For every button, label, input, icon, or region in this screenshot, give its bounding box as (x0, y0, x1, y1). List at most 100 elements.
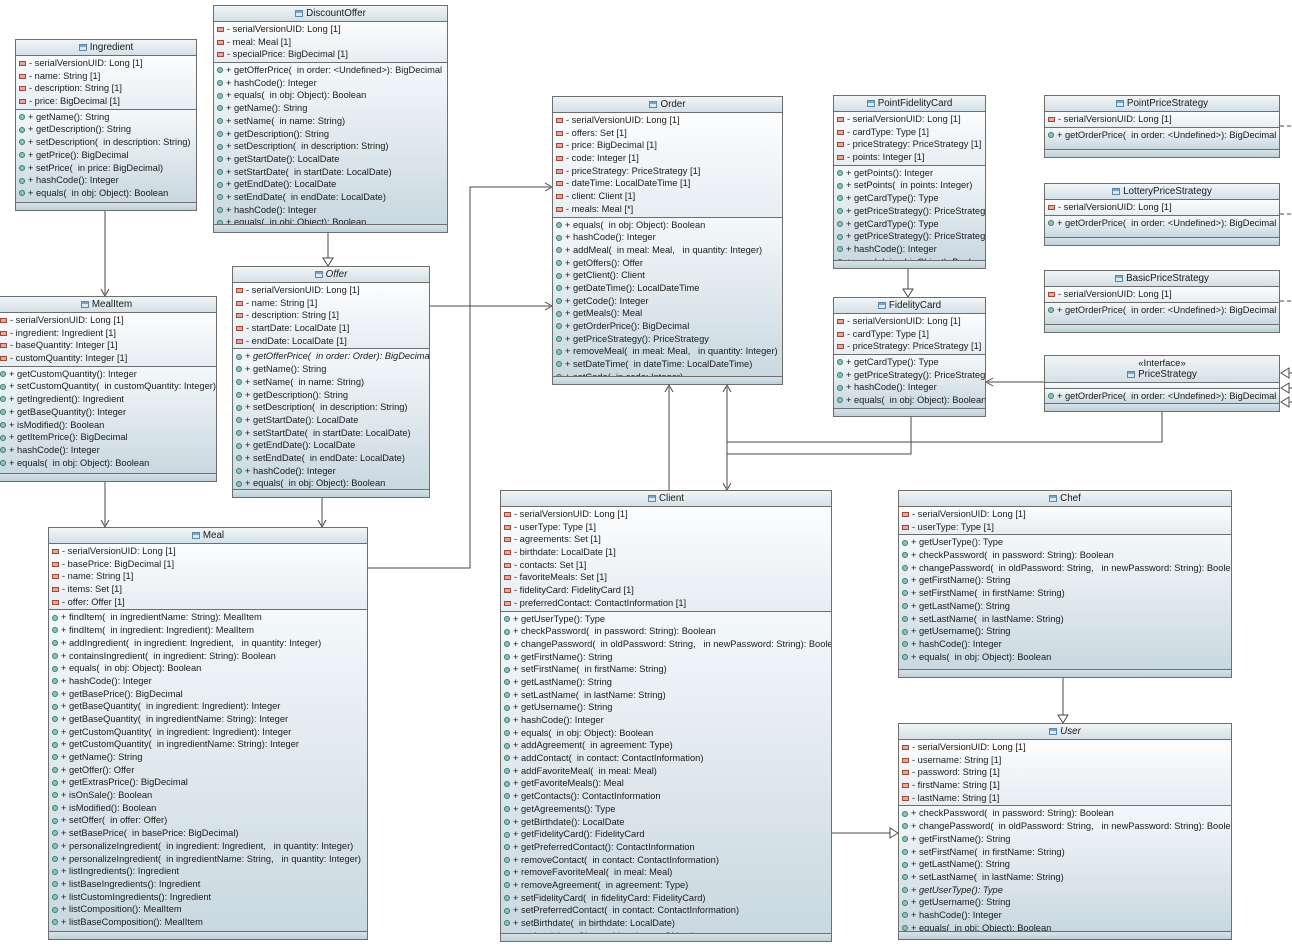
attribute-row[interactable]: - ingredient: Ingredient [1] (0, 327, 216, 340)
method-row[interactable]: + getPrice(): BigDecimal (16, 149, 196, 162)
class-title-bar[interactable]: PointPriceStrategy (1045, 96, 1279, 111)
method-row[interactable]: + hashCode(): Integer (834, 381, 985, 394)
attribute-row[interactable]: - serialVersionUID: Long [1] (834, 113, 985, 126)
method-row[interactable]: + removeContact( in contact: ContactInfo… (501, 854, 831, 867)
method-row[interactable]: + setDescription( in description: String… (16, 136, 196, 149)
method-row[interactable]: + getDescription(): String (214, 128, 447, 141)
method-row[interactable]: + getLastName(): String (899, 600, 1231, 613)
method-row[interactable]: + getClient(): Client (553, 269, 782, 282)
method-row[interactable]: + equals( in obj: Object): Boolean (16, 187, 196, 200)
attribute-row[interactable]: - name: String [1] (49, 570, 367, 583)
class-box-ingredient[interactable]: Ingredient - serialVersionUID: Long [1]-… (15, 39, 197, 211)
method-row[interactable]: + addFavoriteMeal( in meal: Meal) (501, 765, 831, 778)
method-row[interactable]: + setFirstName( in firstName: String) (501, 663, 831, 676)
class-box-user[interactable]: User - serialVersionUID: Long [1]- usern… (898, 723, 1232, 940)
method-row[interactable]: + hashCode(): Integer (834, 243, 985, 256)
attribute-row[interactable]: - description: String [1] (233, 309, 429, 322)
method-row[interactable]: + setFirstName( in firstName: String) (899, 587, 1231, 600)
method-row[interactable]: + checkPassword( in password: String): B… (899, 807, 1231, 820)
method-row[interactable]: + getBaseQuantity( in ingredientName: St… (49, 713, 367, 726)
method-row[interactable]: + setDateTime( in dateTime: LocalDateTim… (553, 358, 782, 371)
method-row[interactable]: + getStartDate(): LocalDate (214, 153, 447, 166)
method-row[interactable]: + setLastName( in lastName: String) (899, 871, 1231, 884)
class-title-bar[interactable]: Order (553, 97, 782, 112)
method-row[interactable]: + listCustomIngredients(): Ingredient (49, 891, 367, 904)
attribute-row[interactable]: - serialVersionUID: Long [1] (0, 314, 216, 327)
attribute-row[interactable]: - serialVersionUID: Long [1] (899, 508, 1231, 521)
attribute-row[interactable]: - priceStrategy: PriceStrategy [1] (834, 340, 985, 353)
attribute-row[interactable]: - offer: Offer [1] (49, 596, 367, 609)
class-box-point-fidelity-card[interactable]: PointFidelityCard - serialVersionUID: Lo… (833, 95, 986, 269)
method-row[interactable]: + getPriceStrategy(): PriceStrategy (553, 333, 782, 346)
method-row[interactable]: + getUsername(): String (501, 701, 831, 714)
attribute-row[interactable]: - userType: Type [1] (501, 521, 831, 534)
method-row[interactable]: + checkPassword( in password: String): B… (501, 625, 831, 638)
class-box-discount-offer[interactable]: DiscountOffer - serialVersionUID: Long [… (213, 5, 448, 233)
method-row[interactable]: + getBirthdate(): LocalDate (501, 816, 831, 829)
method-row[interactable]: + removeAgreement( in agreement: Type) (501, 879, 831, 892)
method-row[interactable]: + changePassword( in oldPassword: String… (899, 820, 1231, 833)
method-row[interactable]: + setName( in name: String) (233, 376, 429, 389)
method-row[interactable]: + checkPassword( in password: String): B… (899, 549, 1231, 562)
method-row[interactable]: + removeMeal( in meal: Meal, in quantity… (553, 345, 782, 358)
method-row[interactable]: + addContact( in contact: ContactInforma… (501, 752, 831, 765)
attribute-row[interactable]: - cardType: Type [1] (834, 328, 985, 341)
method-row[interactable]: + isOnSale(): Boolean (49, 789, 367, 802)
attribute-row[interactable]: - userType: Type [1] (899, 521, 1231, 534)
method-row[interactable]: + addMeal( in meal: Meal, in quantity: I… (553, 244, 782, 257)
attribute-row[interactable]: - price: BigDecimal [1] (553, 139, 782, 152)
method-row[interactable]: + getCustomQuantity(): Integer (0, 368, 216, 381)
method-row[interactable]: + hashCode(): Integer (214, 77, 447, 90)
method-row[interactable]: + setStartDate( in startDate: LocalDate) (214, 166, 447, 179)
class-title-bar[interactable]: Ingredient (16, 40, 196, 55)
attribute-row[interactable]: - serialVersionUID: Long [1] (214, 23, 447, 36)
method-row[interactable]: + personalizeIngredient( in ingredientNa… (49, 853, 367, 866)
method-row[interactable]: + getUsername(): String (899, 625, 1231, 638)
attribute-row[interactable]: - priceStrategy: PriceStrategy [1] (834, 138, 985, 151)
attribute-row[interactable]: - serialVersionUID: Long [1] (553, 114, 782, 127)
method-row[interactable]: + changePassword( in oldPassword: String… (501, 638, 831, 651)
attribute-row[interactable]: - client: Client [1] (553, 190, 782, 203)
class-title-bar[interactable]: FidelityCard (834, 298, 985, 313)
connector-branch-fidelitycard[interactable] (727, 417, 912, 455)
attribute-row[interactable]: - password: String [1] (899, 766, 1231, 779)
method-row[interactable]: + setPreferredContact( in contact: Conta… (501, 904, 831, 917)
method-row[interactable]: + getOffers(): Offer (553, 257, 782, 270)
attribute-row[interactable]: - meals: Meal [*] (553, 203, 782, 216)
method-row[interactable]: + personalizeIngredient( in ingredient: … (49, 840, 367, 853)
method-row[interactable]: + listIngredients(): Ingredient (49, 865, 367, 878)
attribute-row[interactable]: - items: Set [1] (49, 583, 367, 596)
attribute-row[interactable]: - contacts: Set [1] (501, 559, 831, 572)
method-row[interactable]: + getFirstName(): String (899, 574, 1231, 587)
method-row[interactable]: + getMeals(): Meal (553, 307, 782, 320)
class-title-bar[interactable]: DiscountOffer (214, 6, 447, 21)
attribute-row[interactable]: - offers: Set [1] (553, 127, 782, 140)
attribute-row[interactable]: - serialVersionUID: Long [1] (233, 284, 429, 297)
method-row[interactable]: + equals( in obj: Object): Boolean (899, 651, 1231, 664)
method-row[interactable]: + getFirstName(): String (501, 651, 831, 664)
method-row[interactable]: + getOrderPrice(): BigDecimal (553, 320, 782, 333)
attribute-row[interactable]: - serialVersionUID: Long [1] (501, 508, 831, 521)
method-row[interactable]: + setStartDate( in startDate: LocalDate) (233, 427, 429, 440)
method-row[interactable]: + getCardType(): Type (834, 356, 985, 369)
method-row[interactable]: + getEndDate(): LocalDate (233, 439, 429, 452)
method-row[interactable]: + getName(): String (49, 751, 367, 764)
attribute-row[interactable]: - name: String [1] (233, 297, 429, 310)
method-row[interactable]: + getUserType(): Type (501, 613, 831, 626)
method-row[interactable]: + setEndDate( in endDate: LocalDate) (214, 191, 447, 204)
attribute-row[interactable]: - points: Integer [1] (834, 151, 985, 164)
attribute-row[interactable]: - price: BigDecimal [1] (16, 95, 196, 108)
method-row[interactable]: + setFirstName( in firstName: String) (899, 846, 1231, 859)
attribute-row[interactable]: - serialVersionUID: Long [1] (1045, 113, 1279, 126)
method-row[interactable]: + equals( in obj: Object): Boolean (899, 922, 1231, 935)
method-row[interactable]: + getName(): String (233, 363, 429, 376)
method-row[interactable]: + equals( in obj: Object): Boolean (553, 219, 782, 232)
method-row[interactable]: + getLastName(): String (899, 858, 1231, 871)
attribute-row[interactable]: - fidelityCard: FidelityCard [1] (501, 584, 831, 597)
attribute-row[interactable]: - serialVersionUID: Long [1] (1045, 201, 1279, 214)
attribute-row[interactable]: - name: String [1] (16, 70, 196, 83)
method-row[interactable]: + getFidelityCard(): FidelityCard (501, 828, 831, 841)
method-row[interactable]: + getDescription(): String (16, 123, 196, 136)
method-row[interactable]: + containsIngredient( in ingredient: Str… (49, 650, 367, 663)
class-box-meal[interactable]: Meal - serialVersionUID: Long [1]- baseP… (48, 527, 368, 940)
